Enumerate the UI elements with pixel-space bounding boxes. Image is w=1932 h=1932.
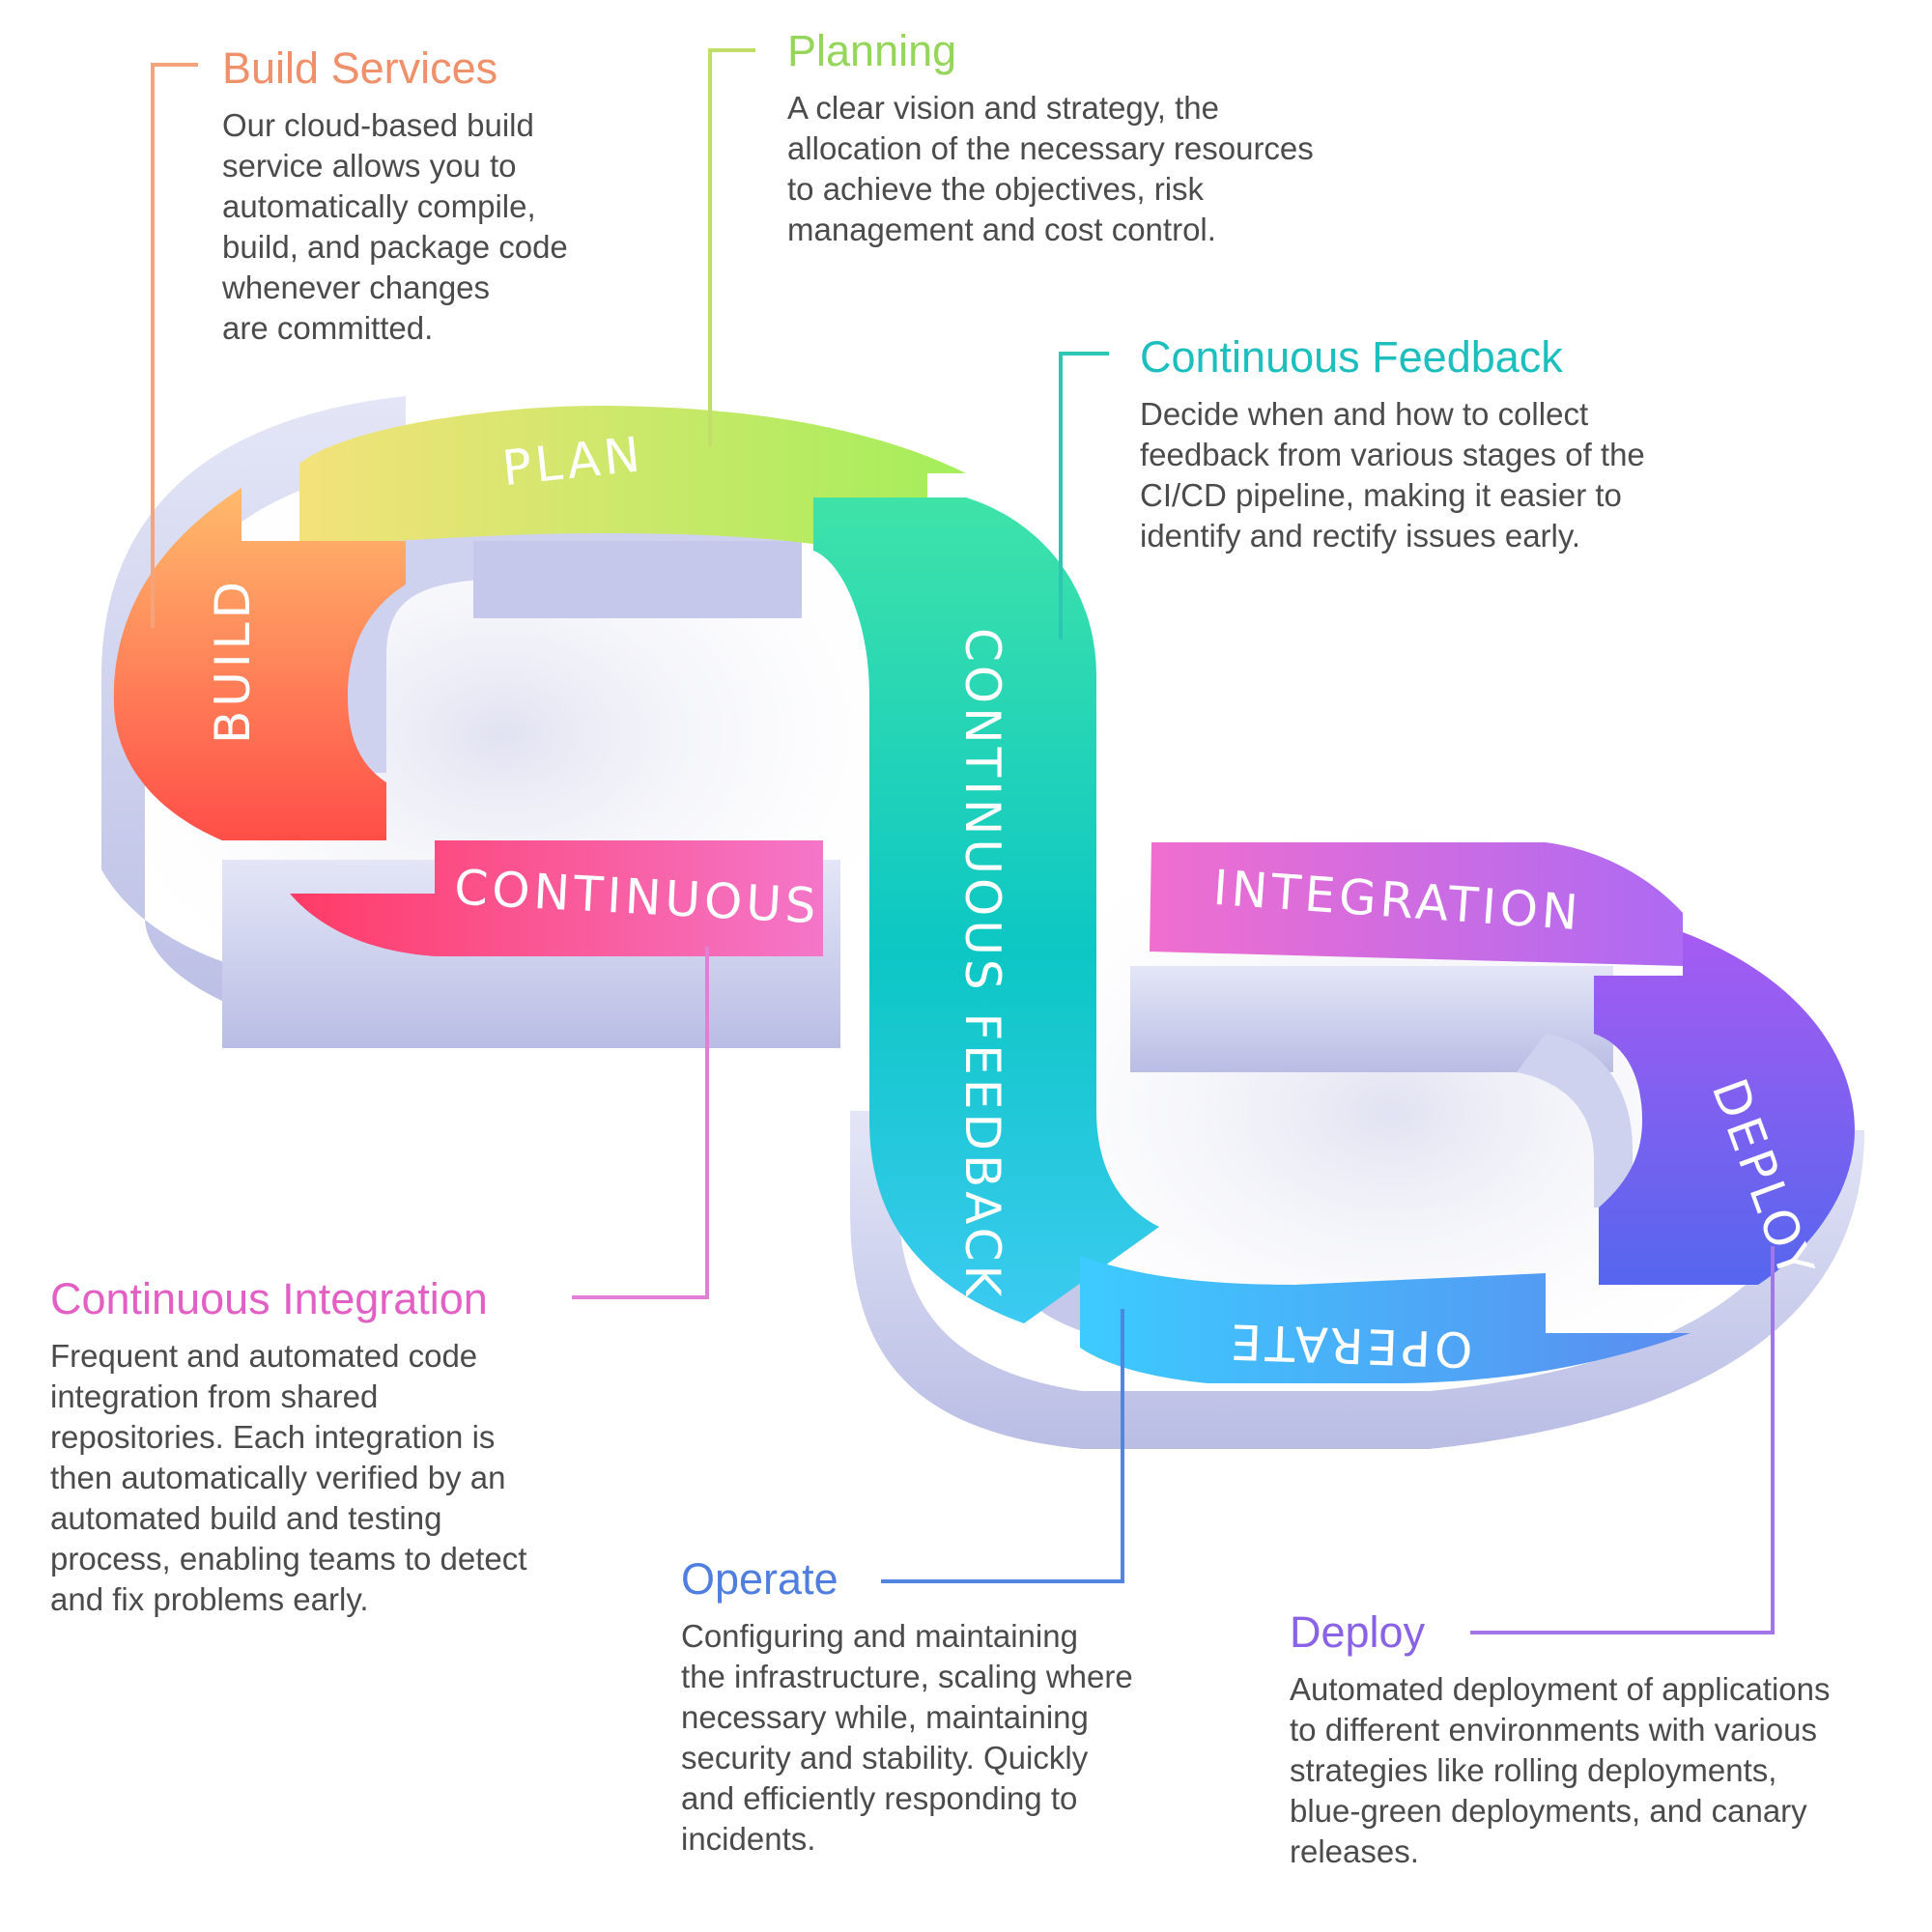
deploy-segment xyxy=(1594,932,1855,1285)
continuous-segment xyxy=(290,840,823,956)
continuous-feedback-callout: Continuous Feedback Decide when and how … xyxy=(1140,335,1645,556)
operate-callout: Operate Configuring and maintaining the … xyxy=(681,1557,1133,1860)
right-loop-outer-wall xyxy=(850,1111,1864,1449)
continuous-feedback-band-label: CONTINUOUS FEEDBACK xyxy=(954,628,1010,1300)
right-loop-inner-wall xyxy=(1517,1034,1633,1208)
build-services-text: Our cloud-based build service allows you… xyxy=(222,107,568,346)
operate-title: Operate xyxy=(681,1554,838,1604)
plan-inner-wall xyxy=(473,541,802,618)
continuous-feedback-segment xyxy=(813,497,1159,1323)
build-services-title: Build Services xyxy=(222,43,498,93)
operate-band-label: OPERATE xyxy=(1226,1313,1473,1378)
operate-text: Configuring and maintaining the infrastr… xyxy=(681,1618,1133,1857)
deploy-title: Deploy xyxy=(1290,1607,1426,1657)
integration-segment xyxy=(1150,842,1683,966)
plan-segment xyxy=(299,406,966,570)
deploy-callout: Deploy Automated deployment of applicati… xyxy=(1290,1610,1831,1872)
build-band-label: BUILD xyxy=(205,578,261,744)
planning-callout: Planning A clear vision and strategy, th… xyxy=(787,29,1314,250)
left-loop-inner-wall xyxy=(348,517,802,773)
continuous-feedback-title: Continuous Feedback xyxy=(1140,332,1563,382)
planning-text: A clear vision and strategy, the allocat… xyxy=(787,90,1314,247)
continuous-integration-text: Frequent and automated code integration … xyxy=(50,1338,527,1617)
continuous-feedback-text: Decide when and how to collect feedback … xyxy=(1140,396,1645,554)
deploy-text: Automated deployment of applications to … xyxy=(1290,1671,1831,1869)
build-services-callout: Build Services Our cloud-based build ser… xyxy=(222,46,568,349)
planning-connector xyxy=(708,48,755,446)
continuous-integration-connector xyxy=(572,947,709,1299)
build-services-connector xyxy=(151,63,198,628)
operate-segment xyxy=(1080,1256,1690,1383)
continuous-integration-title: Continuous Integration xyxy=(50,1274,488,1323)
operate-connector xyxy=(881,1309,1124,1583)
continuous-feedback-connector xyxy=(1059,352,1109,639)
continuous-integration-callout: Continuous Integration Frequent and auto… xyxy=(50,1277,526,1620)
build-segment xyxy=(113,488,406,840)
planning-title: Planning xyxy=(787,26,957,75)
deploy-connector xyxy=(1470,1246,1775,1634)
